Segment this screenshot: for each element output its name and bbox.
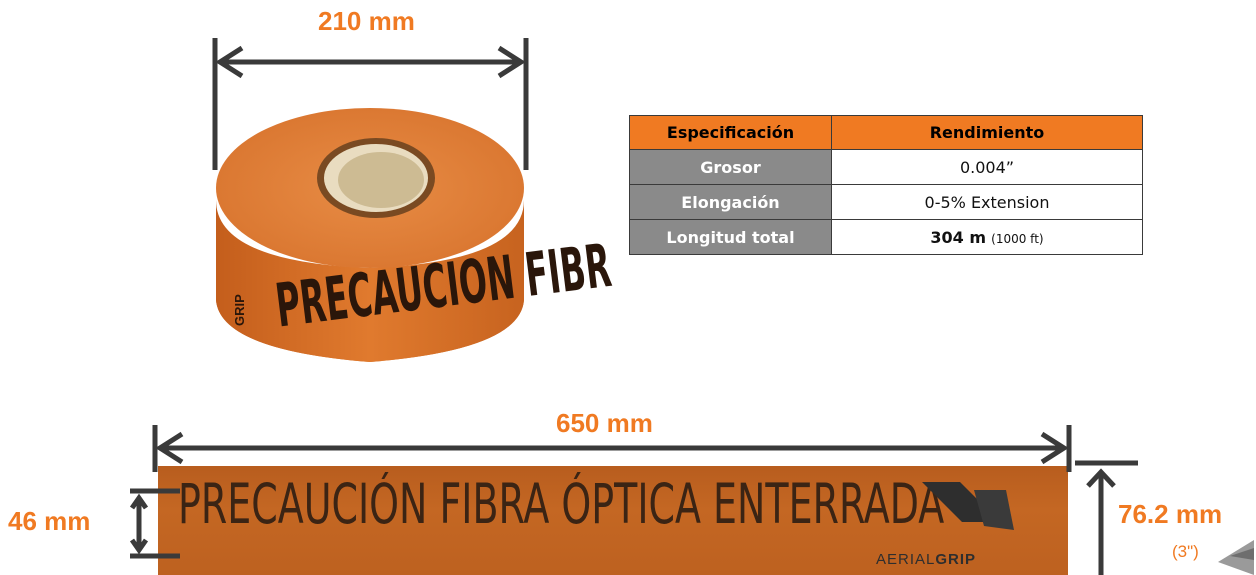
tape-width-inches-label: (3"): [1172, 542, 1199, 561]
tape-length-label: 650 mm: [556, 408, 653, 438]
text-height-label: 46 mm: [8, 506, 91, 536]
spec-label: Longitud total: [629, 219, 832, 255]
spec-value: 0.004”: [831, 149, 1143, 185]
tape-strip: PRECAUCIÓN FIBRA ÓPTICA ENTERRADA AERIAL…: [158, 466, 1068, 575]
spec-header-specification: Especificación: [629, 115, 832, 150]
table-row: Grosor 0.004”: [629, 149, 1143, 185]
table-row: Elongación 0-5% Extension: [629, 184, 1143, 220]
tape-brand-text: AERIALGRIP: [876, 551, 977, 568]
spec-value-bold: 304 m: [930, 227, 987, 247]
aerialgrip-logo-icon: [922, 482, 1014, 530]
spec-label: Elongación: [629, 184, 832, 220]
spec-value: 304 m (1000 ft): [831, 219, 1143, 255]
spec-value: 0-5% Extension: [831, 184, 1143, 220]
roll-width-label: 210 mm: [318, 6, 415, 36]
spec-value-small: (1000 ft): [991, 231, 1044, 246]
spec-table: Especificación Rendimiento Grosor 0.004”…: [629, 115, 1143, 255]
table-row: Longitud total 304 m (1000 ft): [629, 219, 1143, 255]
spec-header-performance: Rendimiento: [831, 115, 1143, 150]
spec-table-header: Especificación Rendimiento: [629, 115, 1143, 150]
tape-width-label: 76.2 mm: [1118, 499, 1223, 529]
tape-printed-text: PRECAUCIÓN FIBRA ÓPTICA ENTERRADA: [178, 472, 945, 536]
